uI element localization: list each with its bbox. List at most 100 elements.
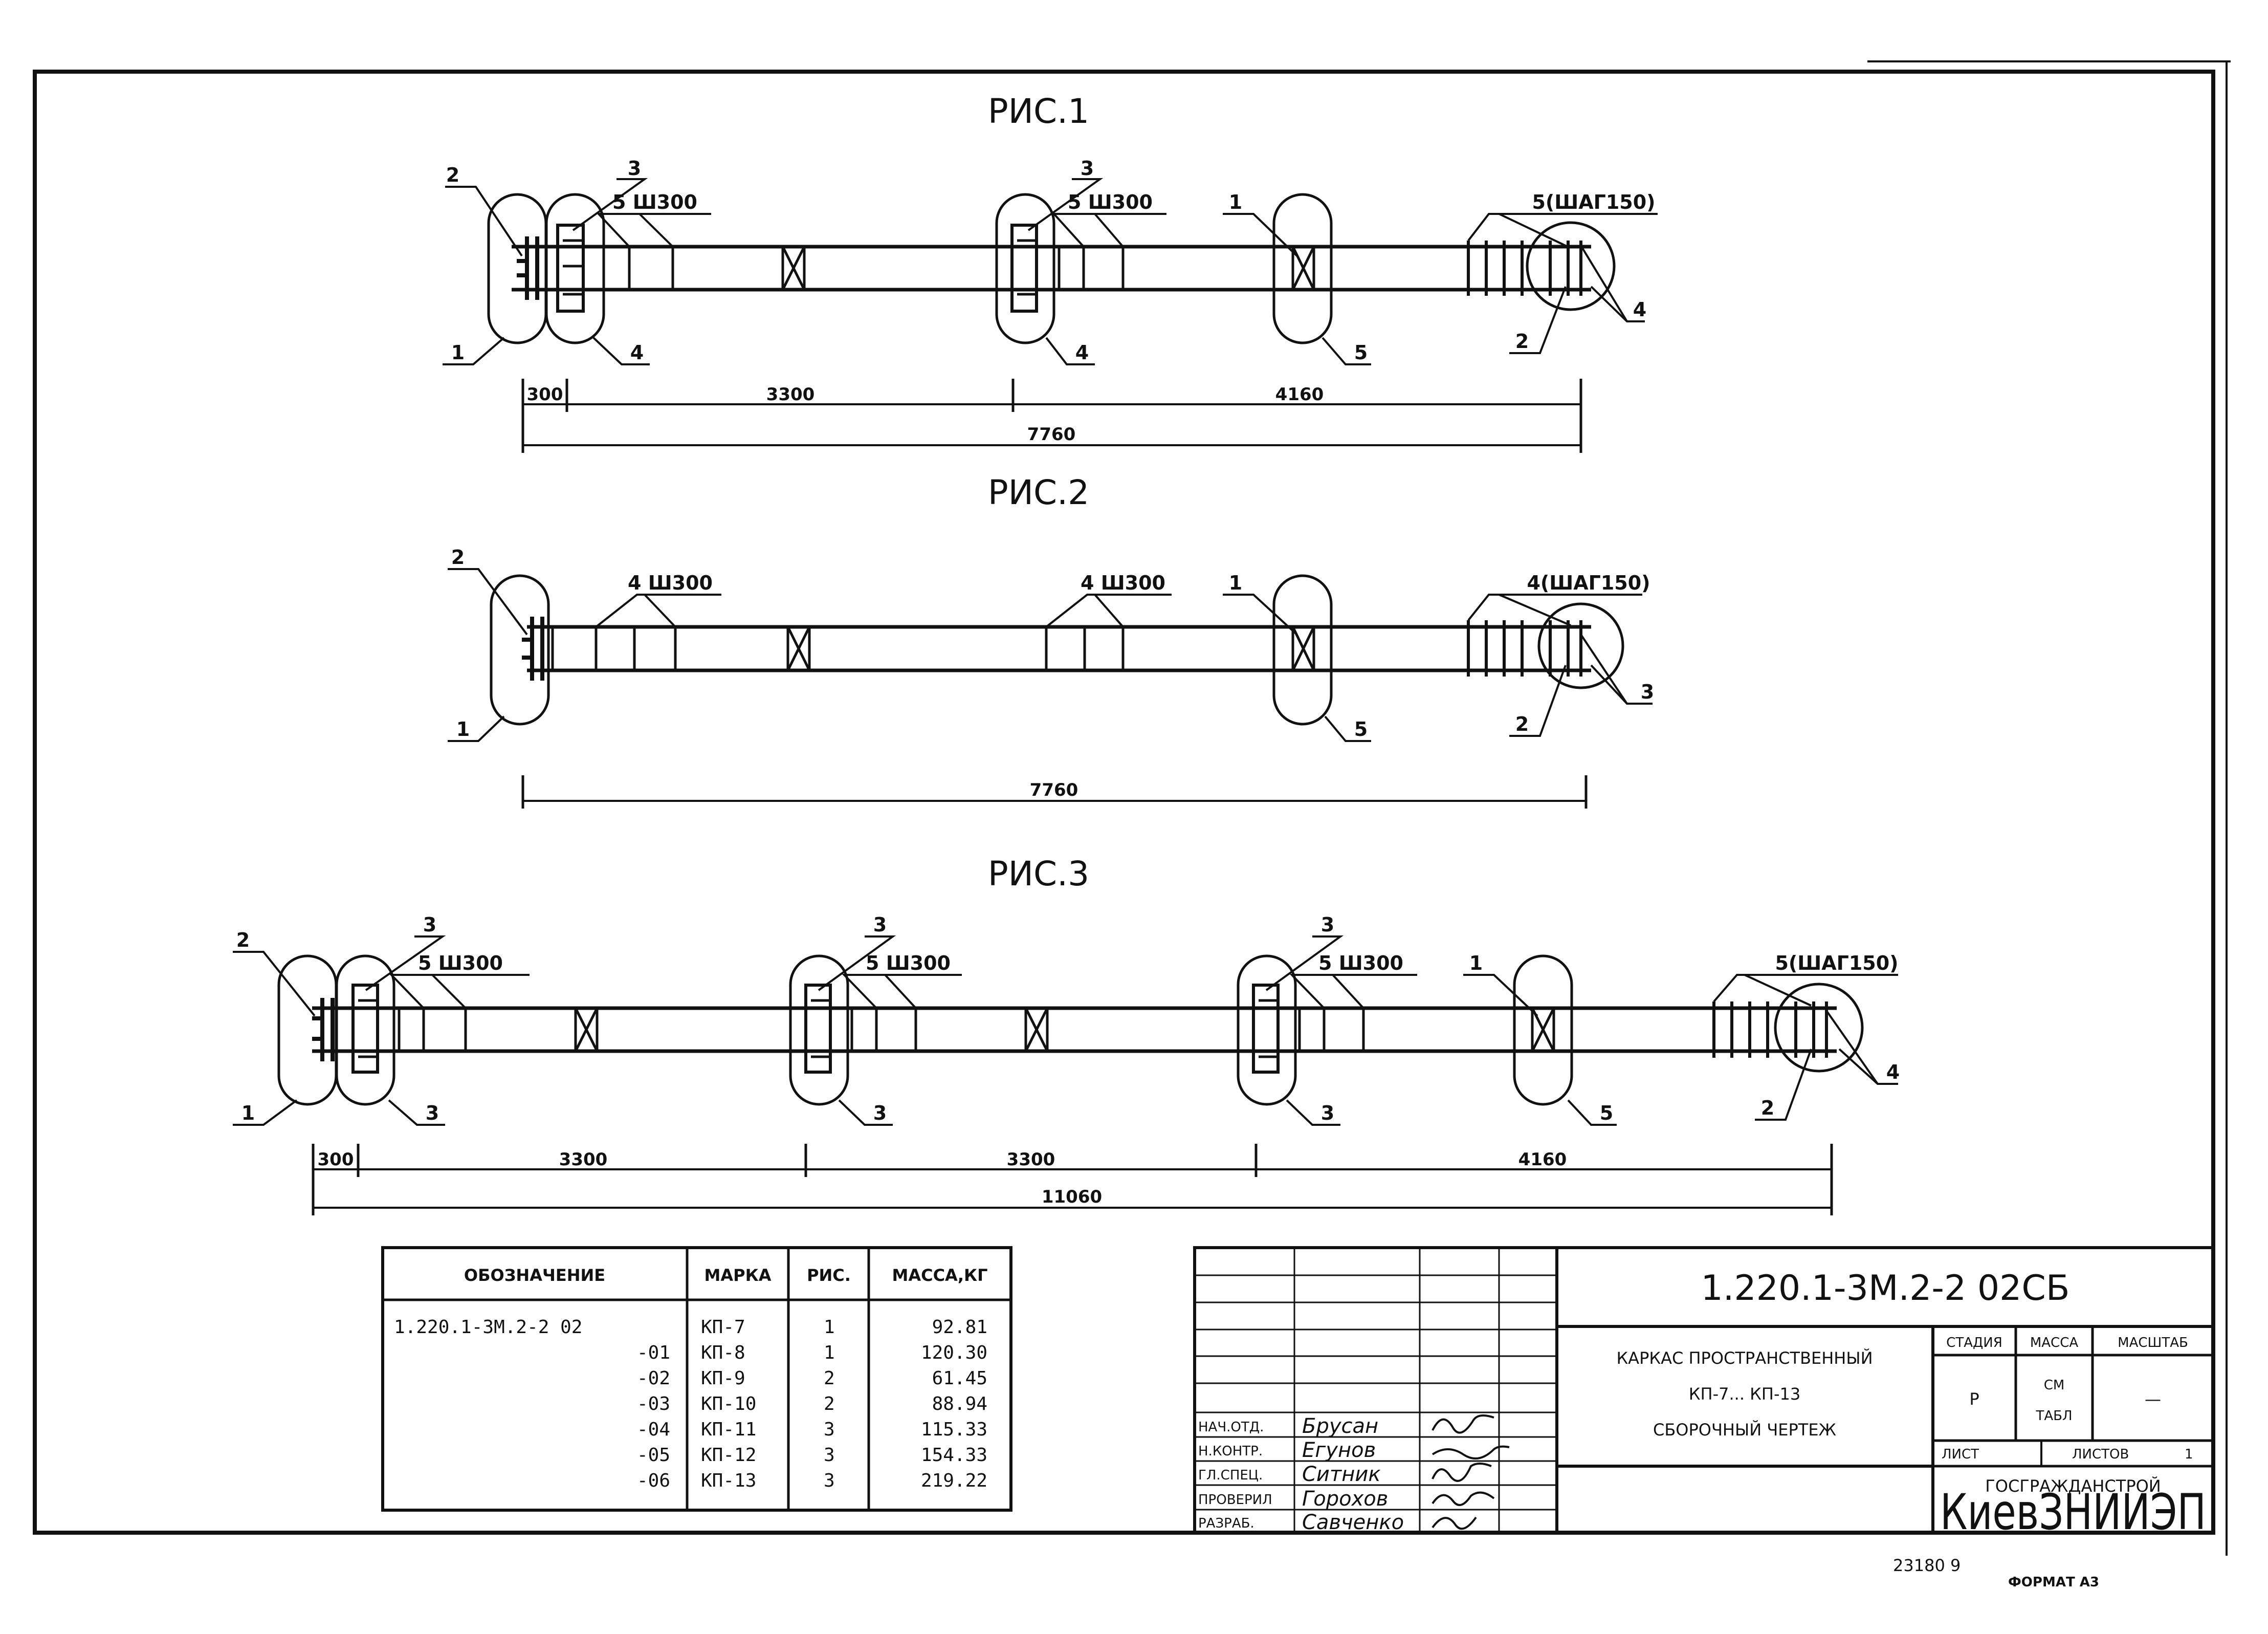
drawing-code: 1.220.1-3М.2-2 02СБ [1701,1268,2070,1309]
format-label: ФОРМАТ А3 [2008,1575,2099,1590]
figure-2: РИС.2 [448,473,1654,809]
spec-row-5-mass: 115.33 [921,1419,987,1440]
spec-row-7-fig: 3 [824,1470,835,1491]
signature-2 [1432,1445,1510,1459]
spec-row-2-designation: -01 [637,1342,670,1363]
fig3-label-5sh300: 5 Ш300 [418,952,503,974]
fig1-label-4: 4 [630,341,644,364]
fig2-label-4sh300: 4 Ш300 [628,572,713,594]
signature-1 [1432,1414,1494,1434]
role-nach-otd: НАЧ.ОТД. [1198,1420,1264,1435]
spec-row-3-fig: 2 [824,1368,835,1389]
spec-row-2-mass: 120.30 [921,1342,987,1363]
fig3-label-3c: 3 [873,913,887,936]
name-savchenko: Савченко [1302,1511,1404,1534]
spec-row-4-mass: 88.94 [932,1393,987,1414]
spec-row-4-fig: 2 [824,1393,835,1414]
fig3-label-5sh300c: 5 Ш300 [1318,952,1403,974]
mass-value-2: ТАБЛ [2035,1408,2072,1424]
drawing-name-line-3: СБОРОЧНЫЙ ЧЕРТЕЖ [1653,1420,1836,1440]
role-gl-spec: ГЛ.СПЕЦ. [1198,1468,1263,1483]
role-proveril: ПРОВЕРИЛ [1198,1492,1272,1508]
spec-header-designation: ОБОЗНАЧЕНИЕ [464,1266,605,1285]
scale-label: МАСШТАБ [2118,1335,2188,1350]
fig1-label-1b: 1 [1229,191,1242,213]
spec-header-mass: МАССА,КГ [892,1266,987,1285]
fig3-label-3b: 3 [426,1102,439,1124]
fig1-dim-7760: 7760 [1027,424,1076,445]
spec-row-2-mark: КП-8 [701,1342,745,1363]
sheet-label: ЛИСТ [1942,1447,1979,1462]
stage-label: СТАДИЯ [1946,1335,2002,1350]
name-egunov: Егунов [1302,1439,1376,1462]
signature-3 [1432,1463,1492,1482]
fig3-label-1: 1 [241,1102,255,1124]
fig3-label-5: 5 [1600,1102,1613,1124]
role-n-kontr: Н.КОНТР. [1198,1444,1263,1459]
fig3-dim-300: 300 [318,1149,354,1170]
fig3-dim-3300b: 3300 [1007,1149,1055,1170]
fig2-label-4sh300b: 4 Ш300 [1081,572,1165,594]
stage-value: Р [1969,1389,1979,1409]
fig1-label-2b: 2 [1515,330,1529,353]
spec-row-2-fig: 1 [824,1342,835,1363]
spec-row-6-mass: 154.33 [921,1445,987,1466]
fig3-label-2b: 2 [1761,1097,1774,1119]
fig1-label-5sh300: 5 Ш300 [612,191,697,213]
fig2-label-5: 5 [1354,718,1368,740]
fig2-label-1: 1 [456,718,470,740]
role-razrab: РАЗРАБ. [1198,1516,1254,1531]
name-gorokhov: Горохов [1302,1487,1388,1511]
spec-row-4-mark: КП-10 [701,1393,756,1414]
spec-row-1-designation: 1.220.1-3М.2-2 02 [394,1317,582,1338]
fig1-label-3b: 3 [1081,157,1094,180]
fig2-label-2b: 2 [1515,713,1529,735]
fig1-dim-300: 300 [527,384,563,405]
signature-5 [1432,1516,1477,1530]
fig3-dim-11060: 11060 [1042,1187,1102,1207]
spec-header-mark: МАРКА [704,1266,772,1285]
figure-3-title: РИС.3 [988,854,1089,894]
fig3-dim-4160: 4160 [1518,1149,1567,1170]
sheets-label: ЛИСТОВ [2072,1447,2129,1462]
drawing-name-line-1: КАРКАС ПРОСТРАНСТВЕННЫЙ [1616,1348,1873,1368]
organization-1: ГОСГРАЖДАНСТРОЙ [1985,1476,2161,1496]
spec-row-7-designation: -06 [637,1470,670,1491]
figure-2-title: РИС.2 [988,473,1089,512]
spec-row-5-designation: -04 [637,1419,670,1440]
fig3-label-3d: 3 [873,1102,887,1124]
mass-value-1: СМ [2044,1378,2065,1393]
archive-number: 23180 9 [1893,1556,1961,1575]
fig1-dim-3300: 3300 [766,384,815,405]
sheet-frame [33,70,2215,1535]
fig3-label-2: 2 [236,929,250,951]
mass-label: МАССА [2030,1335,2079,1350]
fig3-label-3f: 3 [1321,1102,1334,1124]
name-sitnik: Ситник [1302,1463,1381,1486]
title-block: НАЧ.ОТД. Брусан Н.КОНТР. Егунов ГЛ.СПЕЦ.… [1193,1246,2215,1541]
fig1-label-4b: 4 [1075,341,1089,364]
spec-row-1-mark: КП-7 [701,1317,745,1338]
scale-value: — [2145,1389,2161,1409]
fig1-label-5sh300b: 5 Ш300 [1068,191,1153,213]
fig2-label-4step: 4(ШАГ150) [1527,572,1650,594]
fig1-label-3: 3 [628,157,641,180]
fig3-label-3e: 3 [1321,913,1334,936]
spec-row-7-mass: 219.22 [921,1470,987,1491]
spec-row-6-designation: -05 [637,1445,670,1466]
fig1-label-1: 1 [451,341,465,364]
spec-row-6-mark: КП-12 [701,1445,756,1466]
spec-row-5-mark: КП-11 [701,1419,756,1440]
figure-1: РИС.1 [443,92,1658,453]
spec-row-6-fig: 3 [824,1445,835,1466]
fig3-label-4: 4 [1886,1061,1900,1083]
spec-row-1-mass: 92.81 [932,1317,987,1338]
spec-header-fig: РИС. [807,1266,851,1285]
fig1-label-4c: 4 [1633,298,1646,321]
fig3-dim-3300a: 3300 [559,1149,608,1170]
spec-row-3-mark: КП-9 [701,1368,745,1389]
fig3-label-5sh300b: 5 Ш300 [866,952,951,974]
spec-row-7-mark: КП-13 [701,1470,756,1491]
organization-2: КиевЗНИИЭП [1940,1484,2206,1541]
